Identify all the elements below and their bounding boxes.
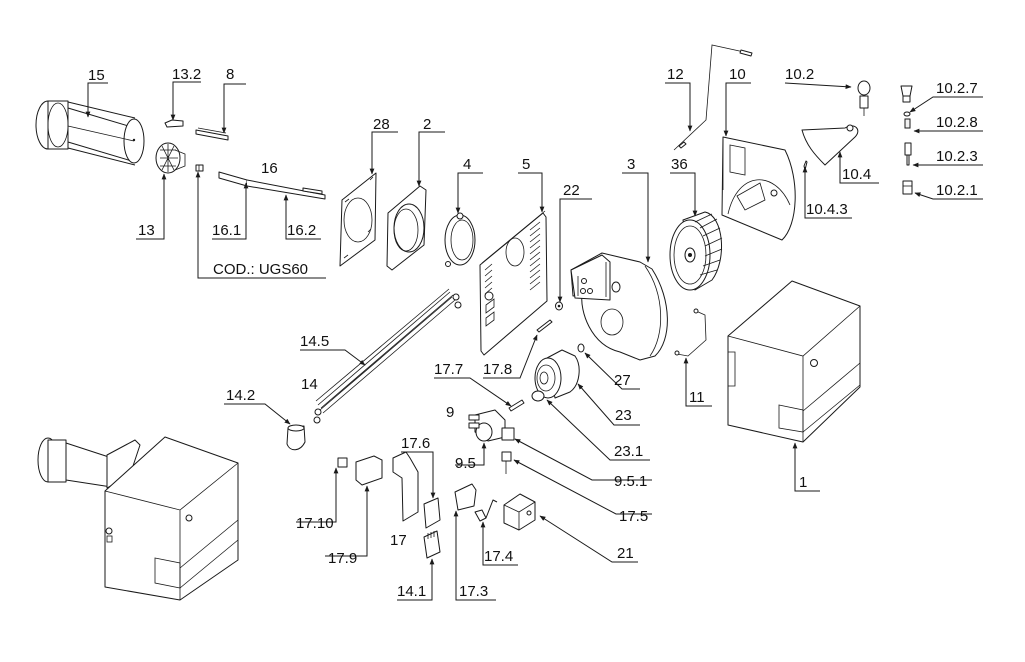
part-10-2-8[interactable] <box>904 118 911 129</box>
part-4-ring[interactable] <box>444 212 476 267</box>
label-17-3: 17.3 <box>459 583 488 600</box>
label-15: 15 <box>88 67 105 84</box>
label-10: 10 <box>729 66 746 83</box>
label-13: 13 <box>138 222 155 239</box>
part-10-2-1[interactable] <box>902 180 913 195</box>
label-10-4-3: 10.4.3 <box>806 201 848 218</box>
label-17-9: 17.9 <box>328 550 357 567</box>
part-17-4[interactable] <box>474 499 498 522</box>
part-3-fan-housing[interactable] <box>570 252 668 361</box>
part-2-flange[interactable] <box>386 185 427 271</box>
label-17-6: 17.6 <box>401 435 430 452</box>
label-12: 12 <box>667 66 684 83</box>
part-17-8[interactable] <box>536 319 553 333</box>
label-14-2: 14.2 <box>226 387 255 404</box>
label-28: 28 <box>373 116 390 133</box>
label-23-1: 23.1 <box>614 443 643 460</box>
label-16-1: 16.1 <box>212 222 241 239</box>
label-16: 16 <box>261 160 278 177</box>
part-16-ignition-cable[interactable] <box>218 171 326 200</box>
part-11-wire[interactable] <box>674 308 707 357</box>
label-11: 11 <box>689 389 705 406</box>
label-17-7: 17.7 <box>434 361 463 378</box>
part-22-plug[interactable] <box>555 301 563 311</box>
label-17-5: 17.5 <box>619 508 648 525</box>
part-labels: 15 13.2 8 13 16 16.1 16.2 COD.: UGS60 28… <box>88 66 978 600</box>
label-10-2-8: 10.2.8 <box>936 114 978 131</box>
part-27-screw[interactable] <box>577 343 585 353</box>
label-9-5: 9.5 <box>455 455 476 472</box>
part-5-side-plate[interactable] <box>479 210 548 356</box>
part-10-2-7-washer[interactable] <box>903 111 911 117</box>
part-13-flame-disc[interactable] <box>155 142 186 174</box>
label-27: 27 <box>614 372 631 389</box>
label-9-5-1: 9.5.1 <box>614 473 647 490</box>
label-10-2-7: 10.2.7 <box>936 80 978 97</box>
label-16-2: 16.2 <box>287 222 316 239</box>
label-8: 8 <box>226 66 234 83</box>
part-nozzle-code-ugs60[interactable] <box>195 164 204 172</box>
part-17-3[interactable] <box>454 483 477 511</box>
part-17-bracket[interactable] <box>392 451 419 522</box>
part-10-2[interactable] <box>857 80 871 116</box>
label-17-8: 17.8 <box>483 361 512 378</box>
label-14-1: 14.1 <box>397 583 426 600</box>
part-8-electrode[interactable] <box>195 127 229 141</box>
label-14-5: 14.5 <box>300 333 329 350</box>
label-10-2-3: 10.2.3 <box>936 148 978 165</box>
part-17-9[interactable] <box>355 455 383 486</box>
part-28-gasket[interactable] <box>339 172 377 267</box>
label-3: 3 <box>627 156 635 173</box>
label-10-2: 10.2 <box>785 66 814 83</box>
part-15-blast-tube[interactable] <box>35 100 145 166</box>
part-12-rod[interactable] <box>673 44 753 151</box>
part-14-1[interactable] <box>423 530 441 559</box>
part-17-6[interactable] <box>423 497 441 529</box>
part-36-fan-wheel[interactable] <box>669 211 723 291</box>
part-14-5-hoses[interactable] <box>313 288 462 424</box>
part-10-2-7[interactable] <box>900 85 913 103</box>
part-14-2-filter[interactable] <box>286 424 306 451</box>
label-36: 36 <box>671 156 688 173</box>
label-cod-ugs60: COD.: UGS60 <box>213 261 308 278</box>
part-10-2-3[interactable] <box>904 142 912 166</box>
label-17-10: 17.10 <box>296 515 334 532</box>
label-17-4: 17.4 <box>484 548 513 565</box>
label-1: 1 <box>799 474 807 491</box>
part-23-motor[interactable] <box>534 349 580 399</box>
part-17-7[interactable] <box>508 399 525 412</box>
part-10-4-damper[interactable] <box>801 124 859 166</box>
part-23-1-capacitor[interactable] <box>531 390 545 402</box>
part-9-pump[interactable] <box>468 409 515 442</box>
label-10-2-1: 10.2.1 <box>936 182 978 199</box>
label-13-2: 13.2 <box>172 66 201 83</box>
label-2: 2 <box>423 116 431 133</box>
part-17-10[interactable] <box>337 457 348 468</box>
assembled-burner <box>37 436 239 601</box>
label-4: 4 <box>463 156 471 173</box>
label-5: 5 <box>522 156 530 173</box>
label-21: 21 <box>617 545 634 562</box>
label-22: 22 <box>563 182 580 199</box>
part-13-2[interactable] <box>164 119 184 128</box>
label-17: 17 <box>390 532 407 549</box>
label-14: 14 <box>301 376 318 393</box>
part-1-cover[interactable] <box>727 280 861 443</box>
label-9: 9 <box>446 404 454 421</box>
leader-lines <box>85 81 983 601</box>
part-10-air-intake[interactable] <box>721 136 796 241</box>
part-17-5[interactable] <box>501 451 512 474</box>
label-10-4: 10.4 <box>842 166 871 183</box>
label-23: 23 <box>615 407 632 424</box>
part-21-cover-box[interactable] <box>503 493 536 531</box>
